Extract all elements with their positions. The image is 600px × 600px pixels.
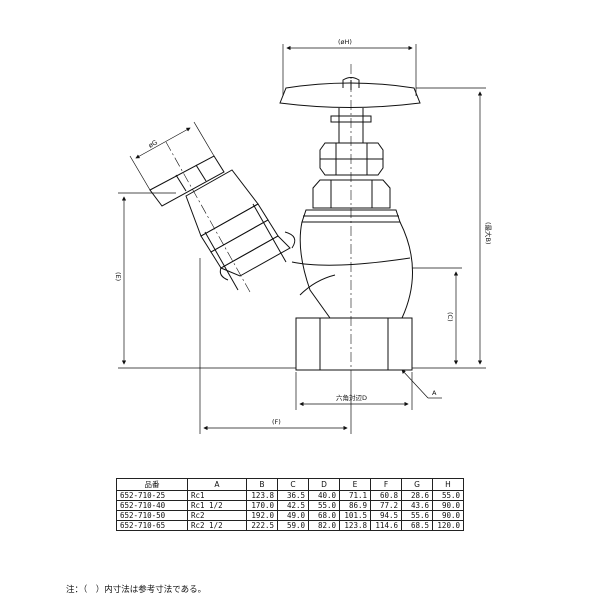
col-header: E [339, 478, 371, 491]
cell-part-no: 652-710-65 [116, 520, 188, 531]
dim-c-line [412, 267, 462, 365]
cell-a: Rc1 1/2 [187, 500, 247, 511]
cell-h: 90.0 [432, 500, 464, 511]
cell-d: 82.0 [308, 520, 340, 531]
cell-f: 94.5 [370, 510, 402, 521]
cell-e: 86.9 [339, 500, 371, 511]
cell-g: 43.6 [401, 500, 433, 511]
label-g: øG [147, 138, 159, 149]
cell-h: 120.0 [432, 520, 464, 531]
dim-d-line [295, 372, 413, 410]
inlet-branch [149, 155, 296, 291]
col-header: D [308, 478, 340, 491]
label-a: A [432, 389, 437, 397]
table-header-row: 品番 A B C D E F G H [116, 478, 464, 491]
dim-g-line [129, 121, 215, 191]
dim-a-leader [401, 369, 442, 399]
valve-body [291, 221, 413, 371]
label-f: (F) [272, 418, 281, 426]
cell-c: 49.0 [277, 510, 309, 521]
cell-part-no: 652-710-50 [116, 510, 188, 521]
spec-table: 品番 A B C D E F G H 652-710-25 Rc1 123.8 … [116, 478, 464, 531]
table-row: 652-710-65 Rc2 1/2 222.5 59.0 82.0 123.8… [116, 520, 464, 531]
cell-g: 28.6 [401, 490, 433, 501]
cell-b: 170.0 [246, 500, 278, 511]
cell-d: 55.0 [308, 500, 340, 511]
dim-b-line [412, 87, 486, 369]
col-header: A [187, 478, 247, 491]
table-row: 652-710-40 Rc1 1/2 170.0 42.5 55.0 86.9 … [116, 500, 464, 511]
col-header: H [432, 478, 464, 491]
col-header: 品番 [116, 478, 188, 491]
col-header: C [277, 478, 309, 491]
label-b: (最大B) [484, 222, 493, 245]
cell-c: 42.5 [277, 500, 309, 511]
cell-a: Rc2 [187, 510, 247, 521]
cell-h: 55.0 [432, 490, 464, 501]
dim-h-line [282, 44, 417, 96]
cell-a: Rc2 1/2 [187, 520, 247, 531]
cell-b: 192.0 [246, 510, 278, 521]
label-d: 六角対辺D [336, 393, 367, 402]
col-header: B [246, 478, 278, 491]
cell-d: 68.0 [308, 510, 340, 521]
cell-h: 90.0 [432, 510, 464, 521]
centerlines [165, 64, 352, 380]
cell-f: 60.8 [370, 490, 402, 501]
cell-g: 68.5 [401, 520, 433, 531]
gland-nut [319, 142, 384, 176]
cell-c: 59.0 [277, 520, 309, 531]
cell-part-no: 652-710-25 [116, 490, 188, 501]
cell-c: 36.5 [277, 490, 309, 501]
cell-d: 40.0 [308, 490, 340, 501]
cell-g: 55.6 [401, 510, 433, 521]
valve-drawing: (øH) øG (最大B) (E) (C) (F) 六角対辺D A [114, 38, 493, 434]
label-c: (C) [446, 312, 454, 322]
label-h: (øH) [338, 38, 352, 46]
footnote: 注：（ ）内寸法は参考寸法である。 [66, 585, 207, 595]
cell-e: 101.5 [339, 510, 371, 521]
cell-e: 123.8 [339, 520, 371, 531]
label-e: (E) [114, 272, 122, 281]
dim-e-line [118, 192, 296, 369]
dim-f-line [199, 258, 352, 434]
cell-f: 77.2 [370, 500, 402, 511]
handwheel [279, 77, 421, 108]
cell-b: 222.5 [246, 520, 278, 531]
cell-b: 123.8 [246, 490, 278, 501]
cell-e: 71.1 [339, 490, 371, 501]
table-row: 652-710-50 Rc2 192.0 49.0 68.0 101.5 94.… [116, 510, 464, 521]
col-header: F [370, 478, 402, 491]
col-header: G [401, 478, 433, 491]
cell-a: Rc1 [187, 490, 247, 501]
cell-part-no: 652-710-40 [116, 500, 188, 511]
cell-f: 114.6 [370, 520, 402, 531]
table-row: 652-710-25 Rc1 123.8 36.5 40.0 71.1 60.8… [116, 490, 464, 501]
